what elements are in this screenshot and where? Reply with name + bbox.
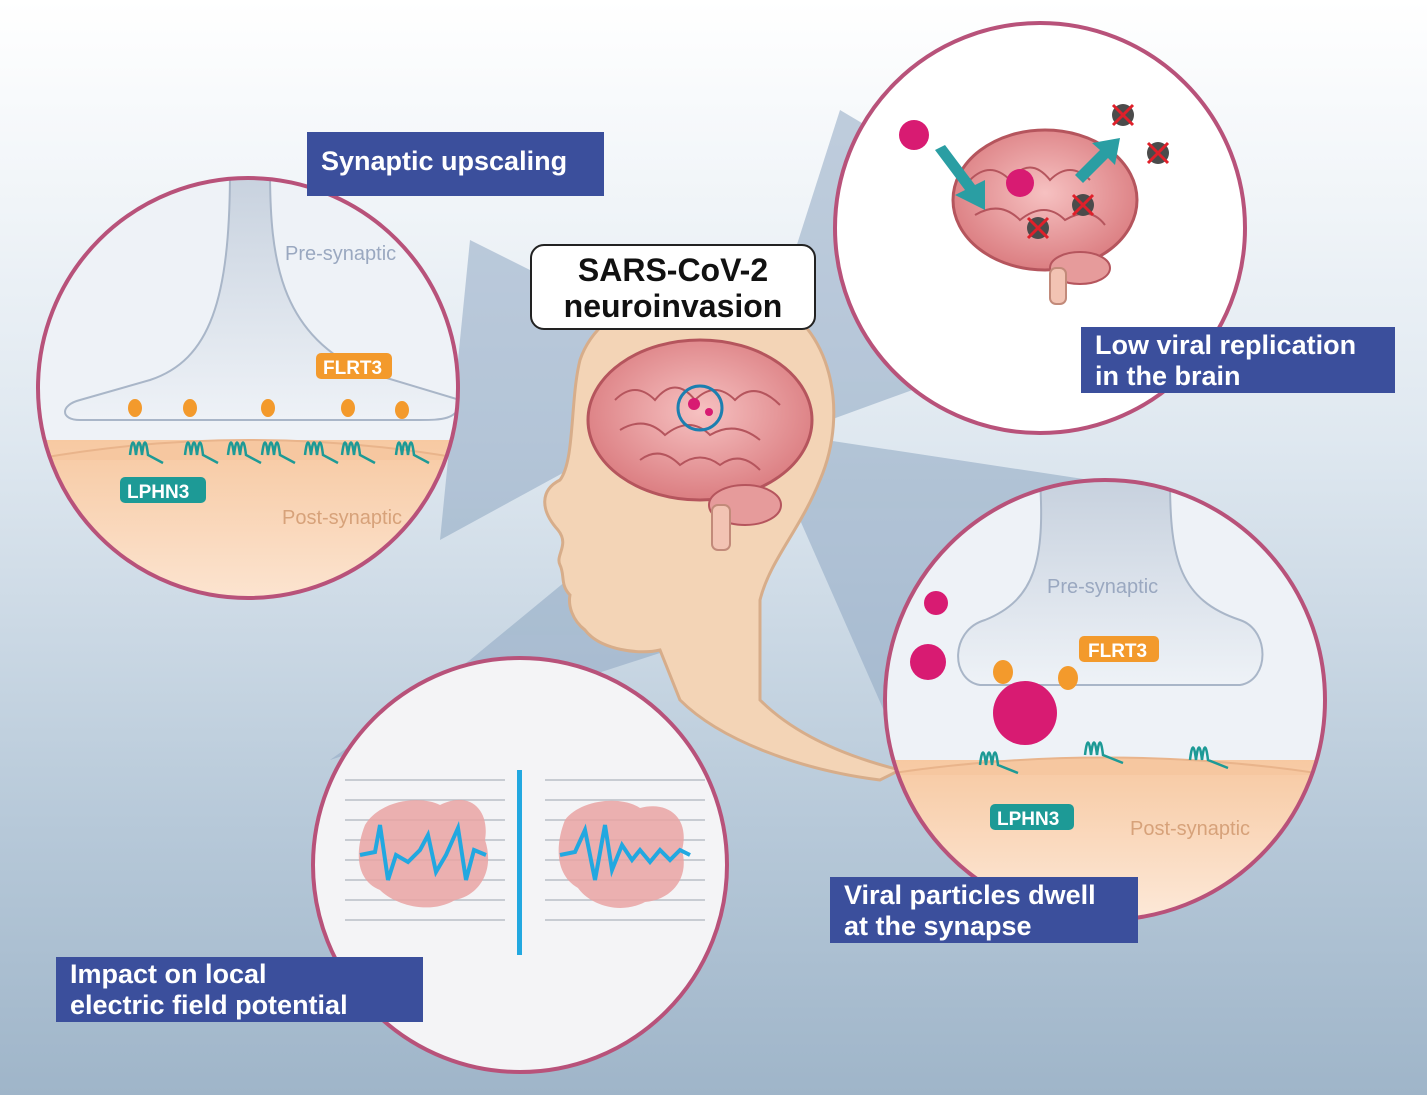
pre-synaptic-label: Pre-synaptic <box>285 243 396 265</box>
caption-line-1: Viral particles dwell <box>844 880 1096 910</box>
flrt3-tag-2: FLRT3 <box>1088 641 1147 662</box>
flrt3-tag: FLRT3 <box>323 358 382 379</box>
panel-viral-particles-synapse: Pre-synaptic Post-synaptic FLRT3 LPHN3 <box>883 478 1327 922</box>
lphn3-tag: LPHN3 <box>127 482 189 503</box>
post-synaptic-label: Post-synaptic <box>282 507 402 529</box>
post-synaptic-label-2: Post-synaptic <box>1130 818 1250 840</box>
caption-line-1: Low viral replication <box>1095 330 1357 360</box>
caption-low-viral-replication: Low viral replication in the brain <box>1081 327 1395 393</box>
caption-synaptic-upscaling: Synaptic upscaling <box>307 132 604 196</box>
title-line-1: SARS-CoV-2 <box>577 252 769 288</box>
panel-synaptic-upscaling: Pre-synaptic Post-synaptic FLRT3 LPHN3 <box>36 176 460 600</box>
title-line-2: neuroinvasion <box>563 288 783 324</box>
caption-line-2: at the synapse <box>844 911 1032 941</box>
main-title: SARS-CoV-2 neuroinvasion <box>530 244 816 330</box>
caption-line-1: Impact on local <box>70 959 267 989</box>
central-brain <box>586 338 814 551</box>
virus-particles <box>899 120 1034 197</box>
caption-text: Synaptic upscaling <box>321 146 568 176</box>
lphn3-tag-2: LPHN3 <box>997 809 1059 830</box>
synapse-viruses <box>910 591 1057 745</box>
caption-viral-particles-dwell: Viral particles dwell at the synapse <box>830 877 1138 943</box>
lphn3-receptors <box>128 441 430 465</box>
flrt3-knobs <box>128 399 409 419</box>
caption-electric-field: Impact on local electric field potential <box>56 957 423 1022</box>
caption-line-2: electric field potential <box>70 990 348 1020</box>
pre-synaptic-label-2: Pre-synaptic <box>1047 576 1158 598</box>
caption-line-2: in the brain <box>1095 361 1241 391</box>
